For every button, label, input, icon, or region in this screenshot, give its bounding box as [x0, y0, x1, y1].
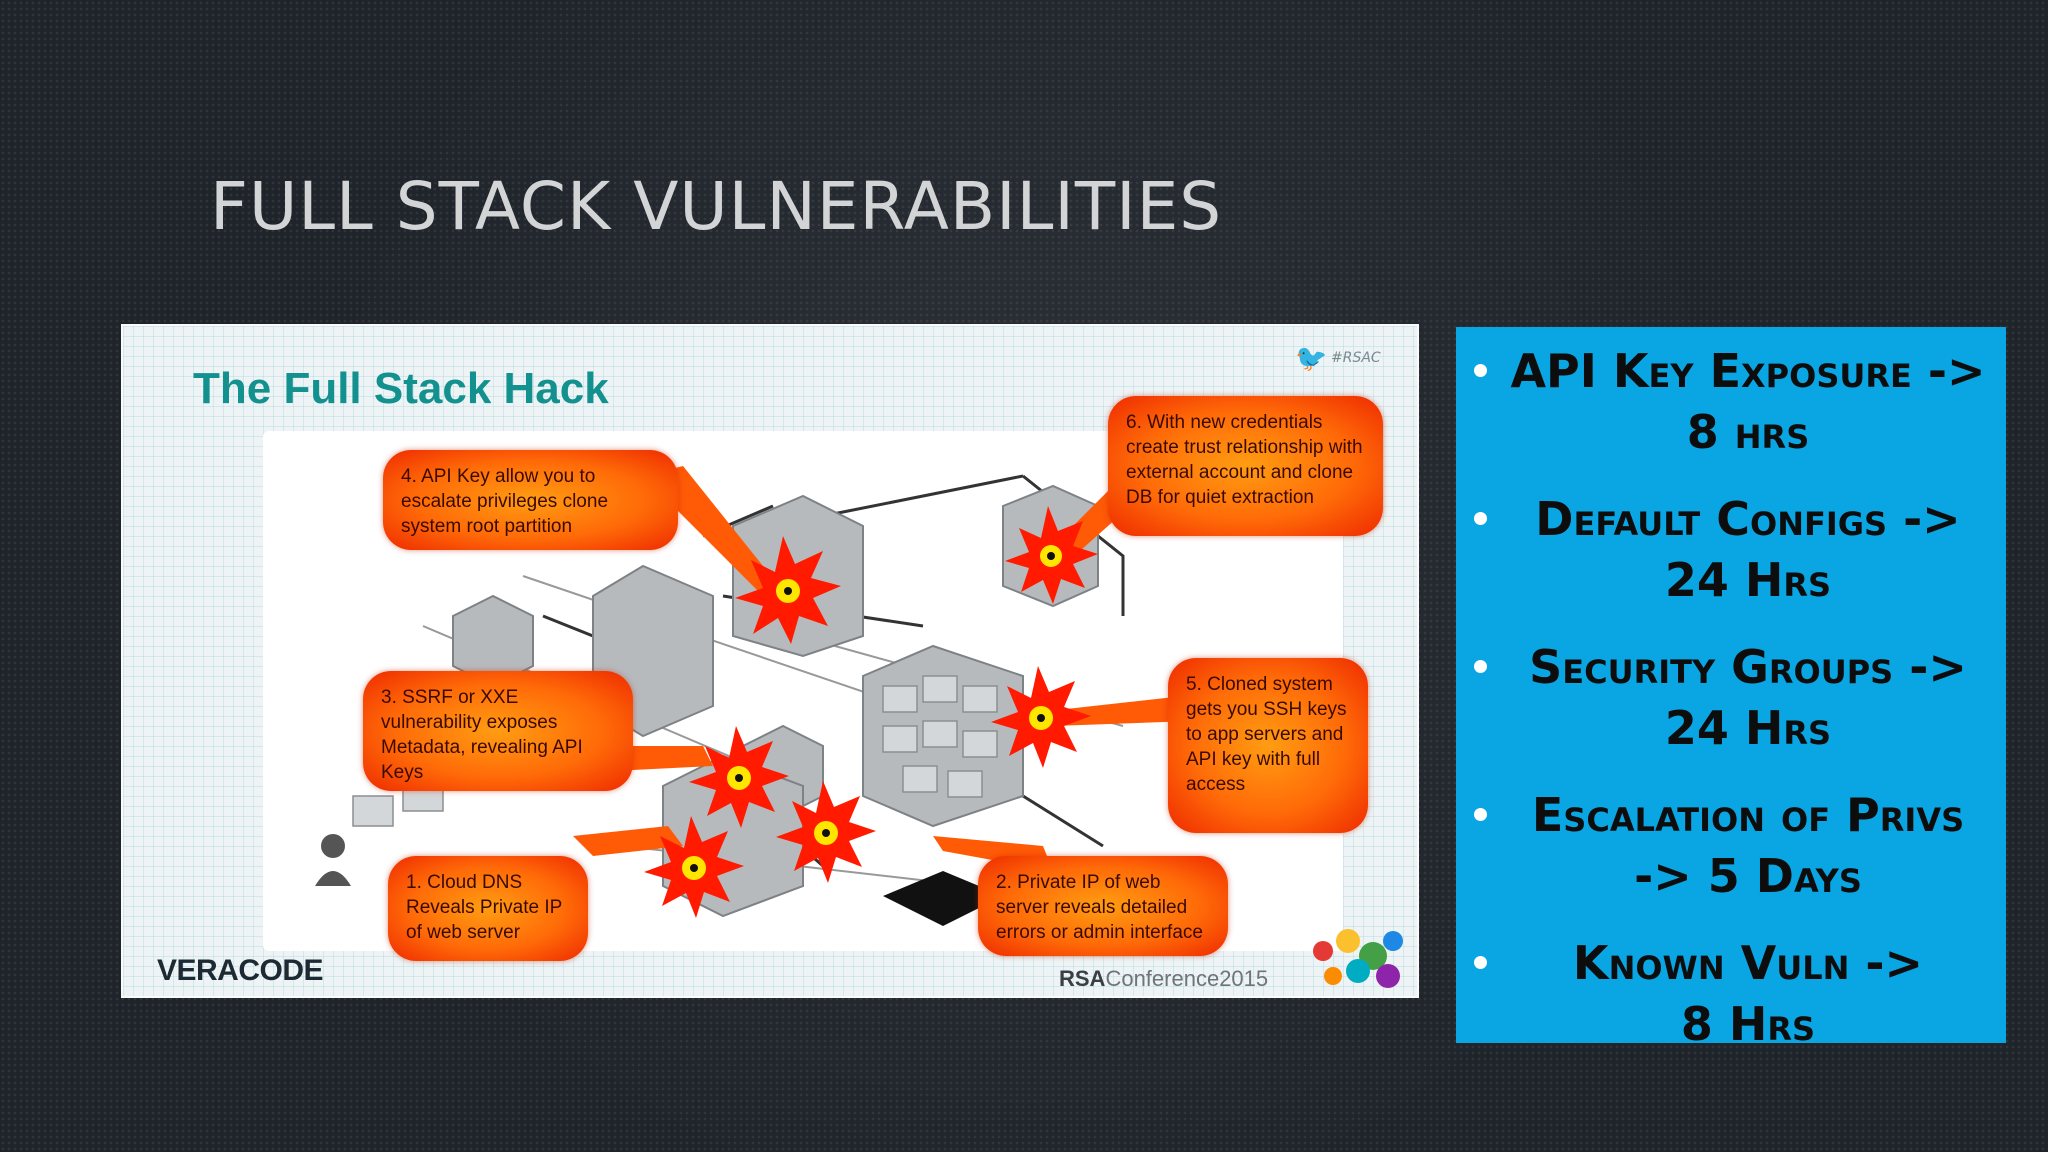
server-block: [452, 594, 534, 688]
cloud-dns-icon: [883, 871, 1003, 926]
explosion-icon: [776, 781, 876, 883]
callout-step-5: 5. Cloned system gets you SSH keys to ap…: [1168, 658, 1368, 833]
bullet-dot-icon: [1474, 956, 1487, 969]
bullet-line-2: 8 hrs: [1686, 405, 1810, 459]
bullet-item: API Key Exposure -> 8 hrs: [1474, 341, 1988, 463]
bullet-item: Escalation of Privs -> 5 Days: [1474, 785, 1988, 907]
user-icon: [321, 834, 345, 858]
confetti-graphic: [1313, 929, 1403, 988]
callout-step-2: 2. Private IP of web server reveals deta…: [978, 856, 1228, 956]
callout-step-3: 3. SSRF or XXE vulnerability exposes Met…: [363, 671, 633, 791]
screenshot-title: The Full Stack Hack: [193, 364, 609, 413]
explosion-icon: [644, 816, 744, 918]
bullet-line-2: 8 Hrs: [1680, 997, 1816, 1051]
rsa-logo-strong: RSA: [1059, 966, 1106, 991]
hashtag-label: #RSAC: [1331, 350, 1381, 366]
bullet-line-1: API Key Exposure ->: [1510, 344, 1986, 398]
bullet-item: Known Vuln -> 8 Hrs: [1474, 933, 1988, 1055]
bullet-line-1: Security Groups ->: [1529, 640, 1967, 694]
explosion-icon: [991, 666, 1091, 768]
callout-step-6: 6. With new credentials create trust rel…: [1108, 396, 1383, 536]
bullet-dot-icon: [1474, 364, 1487, 377]
architecture-diagram: [315, 466, 1193, 926]
callout-step-1: 1. Cloud DNS Reveals Private IP of web s…: [388, 856, 588, 961]
bullet-dot-icon: [1474, 660, 1487, 673]
bullet-item: Default Configs -> 24 Hrs: [1474, 489, 1988, 611]
bullet-line-2: 24 Hrs: [1664, 553, 1832, 607]
embedded-screenshot: The Full Stack Hack 🐦 #RSAC: [121, 324, 1419, 998]
bullet-panel: API Key Exposure -> 8 hrs Default Config…: [1456, 327, 2006, 1051]
explosion-icon: [735, 536, 841, 644]
bullet-line-1: Known Vuln ->: [1572, 936, 1924, 990]
twitter-icon: 🐦: [1295, 344, 1328, 374]
bullet-line-2: 24 Hrs: [1664, 701, 1832, 755]
slide-title: FULL STACK VULNERABILITIES: [210, 168, 1223, 245]
bullet-line-1: Default Configs ->: [1535, 492, 1961, 546]
bullet-line-2: -> 5 Days: [1634, 849, 1862, 903]
bullet-item: Security Groups -> 24 Hrs: [1474, 637, 1988, 759]
bullet-dot-icon: [1474, 512, 1487, 525]
explosion-icon: [1005, 506, 1098, 604]
bullet-dot-icon: [1474, 808, 1487, 821]
veracode-logo: VERACODE: [157, 954, 324, 987]
explosion-icon: [689, 726, 789, 828]
rsa-conference-logo: RSAConference2015: [1059, 966, 1268, 992]
rsa-logo-text: Conference2015: [1105, 966, 1269, 991]
bullet-line-1: Escalation of Privs: [1531, 788, 1965, 842]
callout-step-4: 4. API Key allow you to escalate privile…: [383, 450, 678, 550]
